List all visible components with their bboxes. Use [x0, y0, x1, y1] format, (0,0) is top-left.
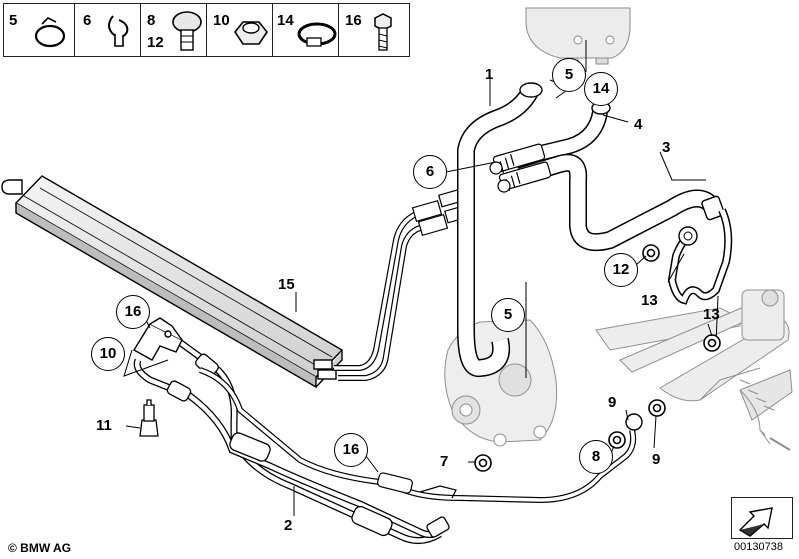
circled-callout-5-top: 5: [552, 58, 586, 92]
washers: [474, 244, 721, 472]
legend-cell-screw: 16: [339, 4, 409, 56]
callout-13-upper: 13: [641, 292, 658, 309]
cooler-lines: [334, 207, 447, 381]
callout-9-upper: 9: [608, 394, 617, 411]
callout-2: 2: [284, 517, 293, 534]
legend-number: 14: [277, 12, 294, 29]
circled-callout-8: 8: [579, 440, 613, 474]
leader-lines: [123, 40, 713, 516]
orientation-arrow-box: [731, 497, 793, 539]
circled-callout-12: 12: [604, 253, 638, 287]
oil-cooler: [1, 175, 344, 389]
legend-number: 16: [345, 12, 362, 29]
image-number: 00130738: [734, 541, 783, 553]
callout-1: 1: [485, 66, 494, 83]
line-13: [667, 208, 733, 345]
metal-fittings: [489, 143, 552, 193]
circled-callout-14: 14: [584, 72, 618, 106]
steering-rack-ghost: [595, 289, 793, 451]
callout-3: 3: [662, 139, 671, 156]
legend-number: 5: [9, 12, 18, 29]
legend-cell-banjo-bolt: 8 12: [141, 4, 207, 56]
bracket-10: [133, 317, 183, 361]
copyright-text: © BMW AG: [8, 541, 72, 555]
bolt-11: [139, 399, 159, 437]
callout-9-lower: 9: [652, 451, 661, 468]
clamp-band-icon: [297, 22, 337, 47]
banjo-bolt-icon: [172, 11, 202, 51]
callout-15: 15: [278, 276, 295, 293]
direction-arrow-icon: [738, 507, 773, 537]
callout-11: 11: [96, 417, 112, 434]
hex-nut-icon: [234, 21, 268, 45]
callout-4: 4: [634, 116, 643, 133]
legend-cell-clip: 6: [75, 4, 141, 56]
legend-number: 12: [147, 34, 164, 51]
circled-callout-16-upper: 16: [116, 295, 150, 329]
hose-1: [457, 82, 543, 377]
legend-number: 10: [213, 12, 230, 29]
hose-3-4: [517, 101, 725, 252]
return-line: [198, 367, 643, 504]
parts-legend: 5 6 8 12 10: [3, 3, 410, 57]
circled-callout-10: 10: [91, 337, 125, 371]
legend-cell-clamp: 5: [4, 4, 75, 56]
circled-callout-6: 6: [413, 155, 447, 189]
callout-13-lower: 13: [703, 306, 720, 323]
legend-cell-clamp-band: 14: [273, 4, 339, 56]
legend-number: 8: [147, 12, 156, 29]
reservoir-ghost: [525, 7, 631, 65]
circled-callout-5-pump: 5: [491, 298, 525, 332]
hose-clamp-icon: [34, 17, 66, 48]
legend-cell-nut: 10: [207, 4, 273, 56]
legend-number: 6: [83, 12, 92, 29]
screw-icon: [374, 13, 392, 51]
callout-7: 7: [440, 453, 449, 470]
circled-callout-16-lower: 16: [334, 433, 368, 467]
hose-clip-icon: [108, 15, 129, 47]
